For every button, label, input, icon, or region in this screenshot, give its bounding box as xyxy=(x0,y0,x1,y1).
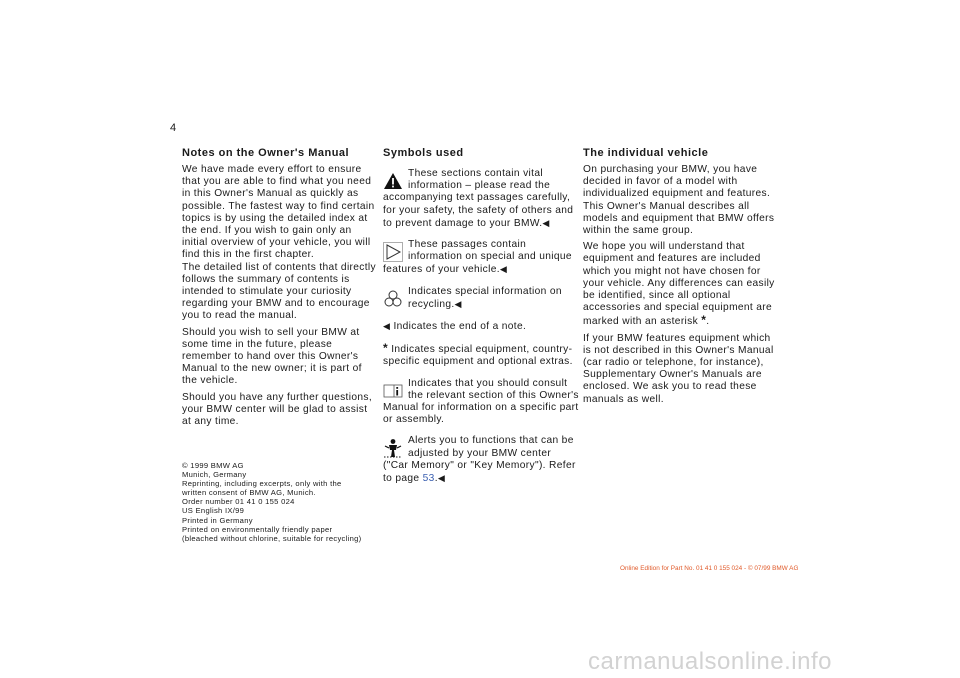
page-number: 4 xyxy=(170,122,177,134)
car-memory-entry: Alerts you to functions that can be adju… xyxy=(383,435,579,485)
end-note-entry: ◀ Indicates the end of a note. xyxy=(383,320,579,333)
asterisk-text: Indicates special equipment, country-spe… xyxy=(383,344,573,368)
manual-ref-entry: Indicates that you should consult the re… xyxy=(383,378,579,427)
imprint-line: (bleached without chlorine, suitable for… xyxy=(182,533,362,543)
warning-text: These sections contain vital information… xyxy=(383,168,574,229)
info-symbol-entry: These passages contain information on sp… xyxy=(383,239,579,277)
imprint-line: © 1999 BMW AG xyxy=(182,461,244,470)
vehicle-paragraph-2: We hope you will understand that equipme… xyxy=(583,241,779,328)
period: . xyxy=(434,473,438,485)
symbols-column: Symbols used These sections contain vita… xyxy=(383,147,579,494)
notes-paragraph-1: We have made every effort to ensure that… xyxy=(182,164,375,261)
recycling-text: Indicates special information on recycli… xyxy=(408,285,562,310)
notes-heading: Notes on the Owner's Manual xyxy=(182,147,350,159)
recycling-icon xyxy=(383,289,403,309)
notes-paragraph-4: Should you have any further questions, y… xyxy=(182,391,372,428)
imprint-line: Printed on environmentally friendly pape… xyxy=(182,524,333,534)
manual-ref-text: Indicates that you should consult the re… xyxy=(383,377,579,426)
imprint-line: Order number 01 41 0 155 024 xyxy=(182,497,295,507)
notes-column: Notes on the Owner's Manual We have made… xyxy=(182,147,378,432)
online-edition-note: Online Edition for Part No. 01 41 0 155 … xyxy=(620,565,799,572)
manual-info-icon xyxy=(383,381,403,401)
vehicle-paragraph-2-end: . xyxy=(706,316,710,328)
recycling-symbol-entry: Indicates special information on recycli… xyxy=(383,286,579,311)
asterisk-mark: * xyxy=(383,341,389,356)
end-mark: ◀ xyxy=(383,321,391,332)
imprint-line: US English IX/99 xyxy=(182,506,245,516)
asterisk-entry: * Indicates special equipment, country-s… xyxy=(383,342,579,368)
watermark: carmanualsonline.info xyxy=(588,648,832,675)
asterisk-mark: * xyxy=(701,313,707,328)
imprint-line: Reprinting, including excerpts, only wit… xyxy=(182,479,342,489)
warning-triangle-icon xyxy=(383,171,403,191)
page-reference-link[interactable]: 53 xyxy=(422,473,435,485)
info-triangle-icon xyxy=(383,242,403,262)
vehicle-column: The individual vehicle On purchasing you… xyxy=(583,147,779,410)
car-memory-text: Alerts you to functions that can be adju… xyxy=(383,435,576,485)
end-mark: ◀ xyxy=(454,298,462,309)
info-text: These passages contain information on sp… xyxy=(383,239,572,276)
notes-paragraph-3: Should you wish to sell your BMW at some… xyxy=(182,326,362,387)
imprint-line: written consent of BMW AG, Munich. xyxy=(182,488,316,498)
symbols-heading: Symbols used xyxy=(383,147,464,159)
warning-symbol-entry: These sections contain vital information… xyxy=(383,168,579,230)
end-mark: ◀ xyxy=(542,217,550,228)
imprint-line: Munich, Germany xyxy=(182,470,247,480)
notes-paragraph-2: The detailed list of contents that direc… xyxy=(182,261,376,322)
end-mark: ◀ xyxy=(437,473,446,484)
imprint-line: Printed in Germany xyxy=(182,515,253,525)
vehicle-paragraph-2-text: We hope you will understand that equipme… xyxy=(583,241,775,328)
vehicle-heading: The individual vehicle xyxy=(583,147,709,159)
imprint: © 1999 BMW AG Munich, Germany Reprinting… xyxy=(182,461,402,543)
vehicle-paragraph-1: On purchasing your BMW, you have decided… xyxy=(583,164,775,237)
car-memory-icon xyxy=(383,438,403,458)
vehicle-paragraph-3: If your BMW features equipment which is … xyxy=(583,332,774,405)
end-note-text: Indicates the end of a note. xyxy=(393,321,527,333)
end-mark: ◀ xyxy=(499,264,508,275)
